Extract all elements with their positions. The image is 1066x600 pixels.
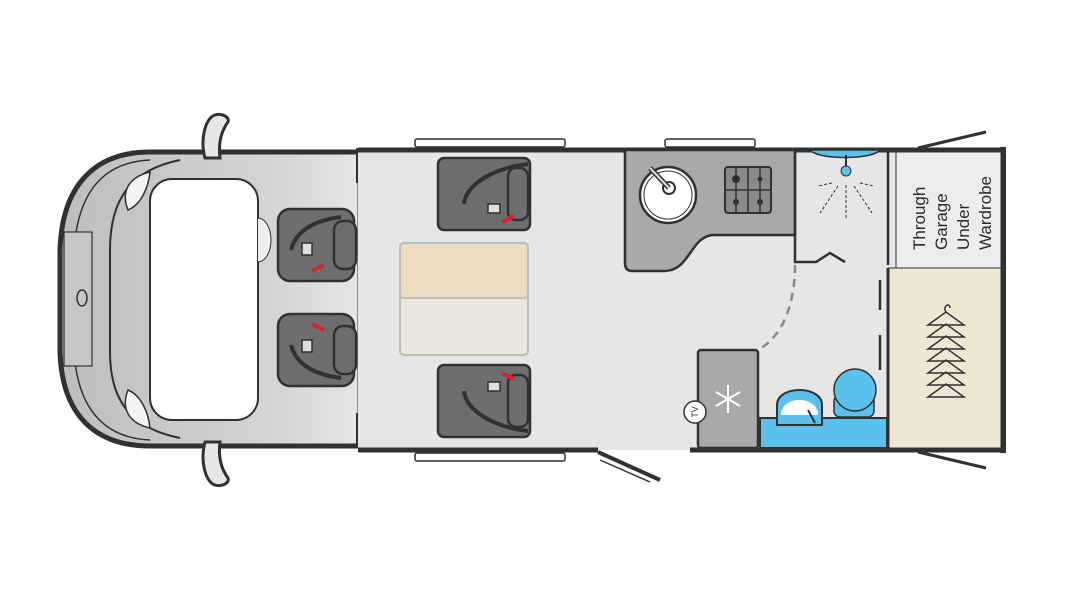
- garage-label-line-3: Under: [954, 203, 973, 250]
- snowflake-icon: [715, 385, 741, 413]
- fridge: [696, 348, 760, 450]
- shower-icon: [817, 155, 875, 220]
- sink-icon: [638, 165, 698, 225]
- window: [664, 138, 756, 148]
- toilet-icon: [833, 368, 877, 418]
- dinette-table: [399, 242, 529, 356]
- wardrobe: [886, 267, 1002, 449]
- rear-garage-doors[interactable]: [917, 130, 987, 470]
- washroom-door-swing: [757, 264, 797, 352]
- garage-label-line-4: Wardrobe: [976, 176, 995, 250]
- hanger-icon: [925, 304, 967, 398]
- rear-seat-right: [436, 363, 532, 439]
- windscreen: [149, 178, 259, 421]
- cab: [57, 113, 390, 487]
- window: [414, 138, 566, 148]
- rear-seat-left: [436, 156, 532, 232]
- shower-room: [793, 149, 890, 265]
- driver-seat: [276, 207, 358, 283]
- basin-icon: [776, 389, 823, 426]
- through-garage: Through Garage Under Wardrobe: [895, 151, 1002, 269]
- hob-icon: [724, 166, 772, 214]
- entrance-door[interactable]: [597, 450, 661, 483]
- garage-label-line-1: Through: [910, 187, 929, 250]
- mirror-left: [201, 113, 230, 160]
- tv-label: TV: [690, 406, 700, 418]
- passenger-seat: [276, 312, 358, 388]
- washroom: [759, 368, 888, 449]
- mirror-right: [201, 440, 230, 487]
- tv-icon: TV: [683, 400, 707, 424]
- garage-label-line-2: Garage: [932, 193, 951, 250]
- window: [414, 452, 566, 462]
- kitchen-counter: [623, 148, 797, 273]
